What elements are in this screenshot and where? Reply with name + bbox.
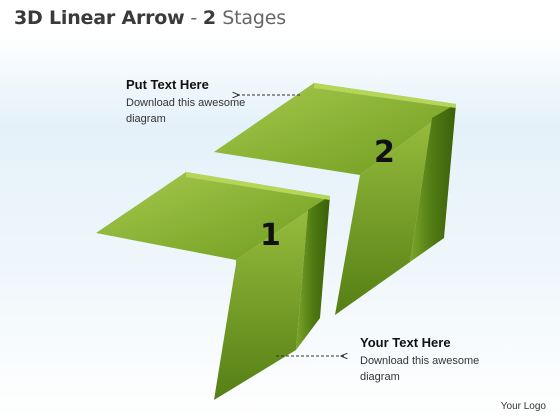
title-bar: 3D Linear Arrow - 2 Stages [0,0,560,40]
stage-1-edge-face [296,196,330,350]
callout-your-text: Your Text Here Download this awesome dia… [360,335,480,385]
stage-2-right-face [335,104,456,315]
stage-1-number: 1 [260,218,281,253]
callout-2-body: Download this awesome diagram [360,355,480,383]
stage-1-chevron [96,172,330,400]
stage-2-chevron [214,83,456,315]
stage-2-top-face [214,83,456,175]
title-separator: - [184,7,203,29]
stage-2-rim [314,83,456,108]
callout-1-heading: Put Text Here [126,77,209,92]
title-suffix: Stages [222,7,286,29]
stage-2-edge-face [410,104,456,262]
logo-text: Your Logo [500,401,546,412]
stage-2-number: 2 [374,135,395,170]
title-number: 2 [202,7,216,29]
callout-1-body: Download this awesome diagram [126,97,246,125]
callout-put-text: Put Text Here Download this awesome diag… [126,77,246,127]
page-title: 3D Linear Arrow - 2 Stages [14,7,286,29]
title-main: 3D Linear Arrow [14,7,185,29]
stage-1-rim [186,172,330,200]
stage-1-top-face [96,172,330,260]
callout-2-heading: Your Text Here [360,335,451,350]
stage-1-right-face [214,196,330,400]
